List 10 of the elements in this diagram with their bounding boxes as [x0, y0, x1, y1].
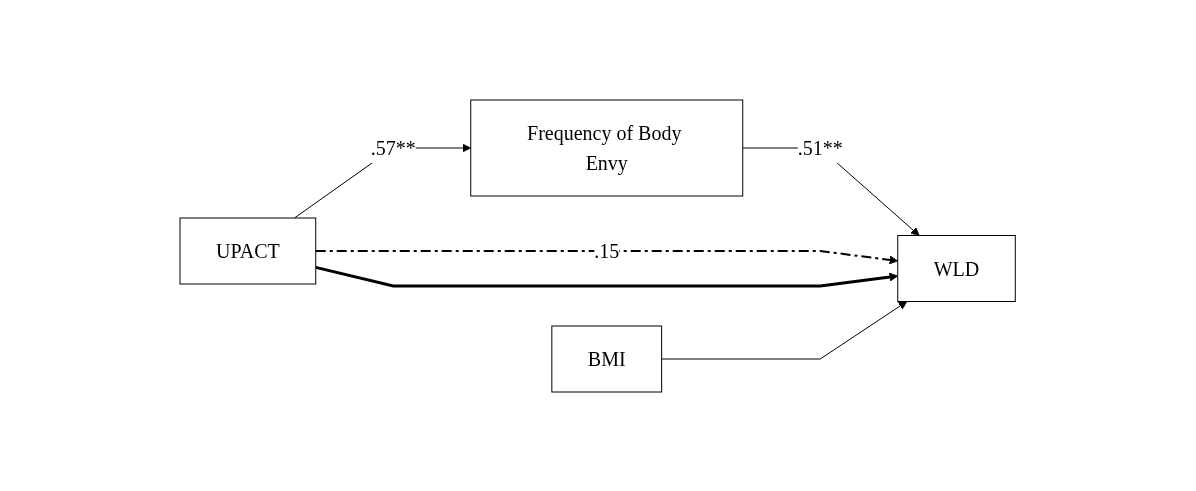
edge-label: .15	[594, 239, 620, 262]
arrow	[315, 249, 899, 264]
arrow	[315, 265, 899, 287]
node-box: UPACT	[179, 217, 317, 284]
node-box: Frequency of Body Envy	[470, 99, 744, 196]
edge-label: .51**	[798, 136, 844, 159]
node-box: WLD	[897, 234, 1017, 302]
arrow	[661, 300, 908, 359]
node-box: BMI	[551, 325, 663, 392]
edge-label: .57**	[371, 136, 417, 159]
